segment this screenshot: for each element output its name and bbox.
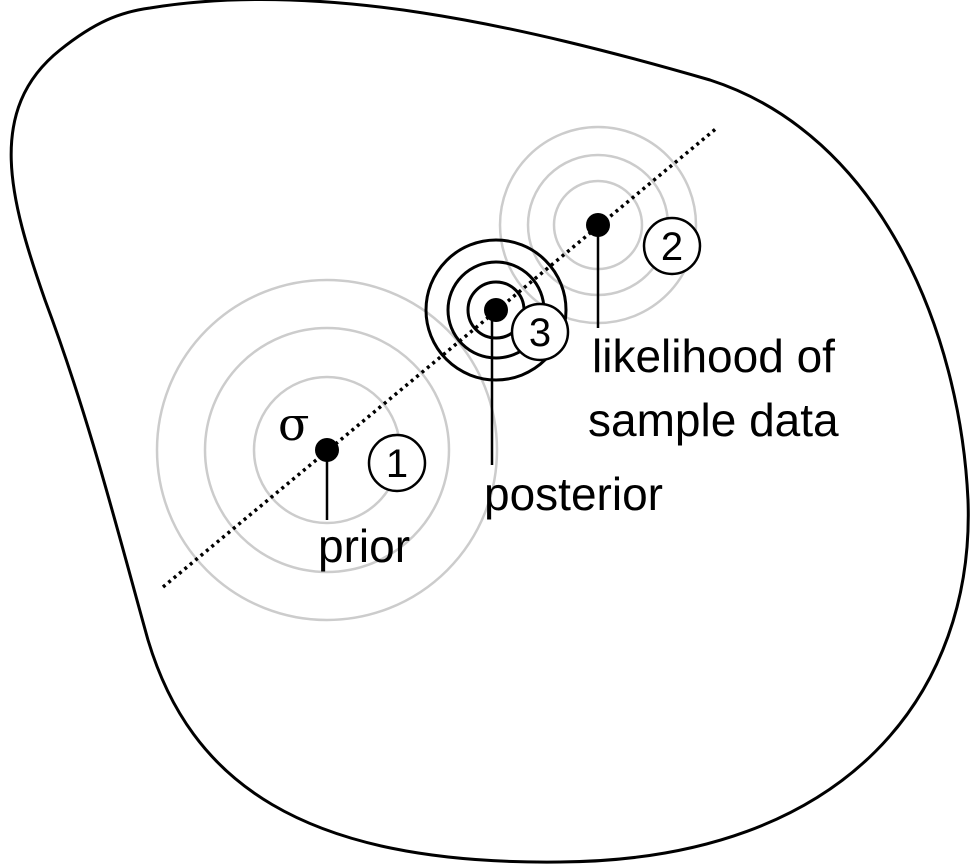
- marker-likelihood: 2: [642, 216, 702, 276]
- prior-mean-point: [315, 438, 339, 462]
- marker-posterior: 3: [510, 302, 570, 362]
- marker-posterior-number: 3: [529, 311, 551, 355]
- dotted-axis-line: [161, 125, 720, 589]
- likelihood-mean-point: [586, 213, 610, 237]
- posterior-mean-point: [484, 298, 508, 322]
- likelihood-label-line2: sample data: [588, 394, 839, 446]
- prior-label: prior: [318, 520, 410, 572]
- parameter-space-boundary: [9, 0, 970, 864]
- posterior-label: posterior: [484, 468, 663, 520]
- marker-prior: 1: [367, 433, 427, 493]
- sigma-label: σ: [278, 397, 309, 451]
- marker-prior-number: 1: [386, 442, 408, 486]
- marker-likelihood-number: 2: [661, 225, 683, 269]
- posterior-contours: [424, 238, 568, 382]
- likelihood-label-line1: likelihood of: [592, 330, 835, 382]
